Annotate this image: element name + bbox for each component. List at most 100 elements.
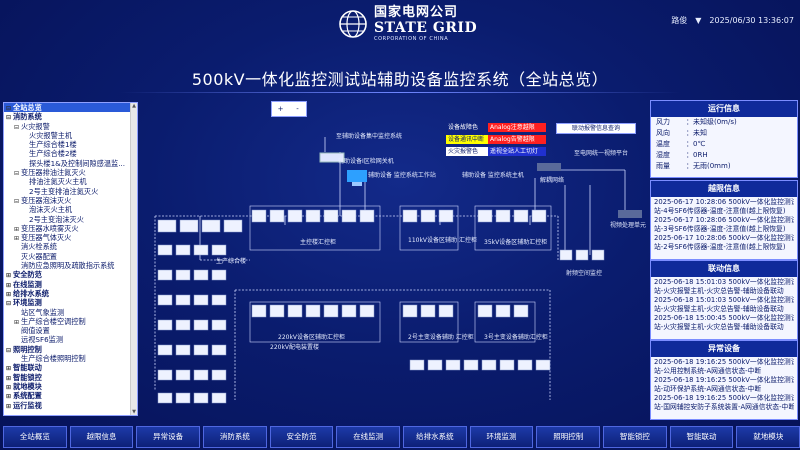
- tree-item[interactable]: ⊟火灾报警: [4, 122, 137, 131]
- tree-item[interactable]: 2号主变排油注氮灭火: [4, 187, 137, 196]
- expand-icon[interactable]: ⊞: [6, 393, 12, 401]
- tree-item[interactable]: ⊞变压器气体灭火: [4, 233, 137, 242]
- collapse-icon[interactable]: ⊟: [14, 197, 20, 205]
- logo-cn: 国家电网公司: [374, 5, 459, 20]
- tree-item-label: 2号主变泡沫灭火: [29, 214, 84, 224]
- logo-en: STATE GRID: [374, 20, 478, 36]
- tree-item[interactable]: 生产综合楼照明控制: [4, 354, 137, 363]
- alarm-query-button[interactable]: 联动报警信息查询: [556, 123, 636, 134]
- scrollbar[interactable]: ▲ ▼: [130, 103, 137, 415]
- tree-item[interactable]: ⊞在线监测: [4, 280, 137, 289]
- tree-item[interactable]: ⊞生产综合楼空调控制: [4, 317, 137, 326]
- log-line: 站-国网辅控安防子系统装置-A网通信状态-中断: [654, 403, 794, 411]
- nav-button[interactable]: 就地模块: [736, 426, 800, 448]
- user-name[interactable]: 路俊: [671, 16, 688, 25]
- scroll-down-icon[interactable]: ▼: [132, 409, 136, 415]
- tree-item[interactable]: 生产综合楼1楼: [4, 140, 137, 149]
- tree-item-label: 2号主变排油注氮灭火: [29, 186, 99, 196]
- tree-item-label: 在线监测: [13, 279, 42, 289]
- tree-item[interactable]: ⊟消防系统: [4, 112, 137, 121]
- tree-item[interactable]: 灭火器配置: [4, 252, 137, 261]
- tree-item[interactable]: ⊟全站总览: [4, 103, 137, 113]
- zoom-in-button[interactable]: +: [277, 105, 284, 113]
- expand-icon[interactable]: ⊞: [6, 281, 12, 289]
- weather-row: 雨量：无雨(0mm): [651, 161, 797, 172]
- collapse-icon[interactable]: ⊟: [6, 346, 12, 354]
- tree-item[interactable]: 阀值设置: [4, 326, 137, 335]
- expand-icon[interactable]: ⊞: [6, 402, 12, 410]
- tree-item-label: 火灾报警: [21, 121, 50, 131]
- tree-item[interactable]: ⊞就地模块: [4, 382, 137, 391]
- tree-item[interactable]: 生产综合楼2楼: [4, 149, 137, 158]
- diagram-label-video: 视频处理单元: [610, 222, 647, 229]
- expand-icon[interactable]: ⊞: [6, 272, 12, 280]
- tree-item[interactable]: 消防应急照明及疏散指示系统: [4, 261, 137, 270]
- state-grid-logo: 国家电网公司 STATE GRID CORPORATION OF CHINA: [338, 6, 477, 42]
- tree-item[interactable]: 火灾报警主机: [4, 131, 137, 140]
- expand-icon[interactable]: ⊞: [6, 383, 12, 391]
- tree-item[interactable]: 泡沫灭火主机: [4, 205, 137, 214]
- expand-icon[interactable]: ⊞: [6, 374, 12, 382]
- expand-icon[interactable]: ⊞: [6, 365, 12, 373]
- zoom-out-button[interactable]: -: [296, 105, 299, 113]
- tree-item[interactable]: 站区气象监测: [4, 308, 137, 317]
- log-line: 站-火灾报警主机-火灾总告警-辅助设备联动: [654, 287, 784, 295]
- tree-item-label: 全站总览: [13, 103, 42, 112]
- cabinet-35kv: 35kV设备区辅助汇控柜: [484, 239, 548, 246]
- tree-item[interactable]: ⊞给排水系统: [4, 289, 137, 298]
- nav-button[interactable]: 智能锁控: [603, 426, 667, 448]
- tree-item[interactable]: 排油注氮灭火主机: [4, 177, 137, 186]
- weather-value: ：无雨(0mm): [686, 162, 731, 170]
- tree-item[interactable]: ⊟照明控制: [4, 345, 137, 354]
- collapse-icon[interactable]: ⊟: [6, 105, 12, 112]
- tree-item-label: 变压器排油注氮灭火: [21, 168, 86, 178]
- nav-button[interactable]: 越限信息: [69, 426, 134, 448]
- limit-panel: 越限信息 2025-06-17 10:28:06 500kV一体化监控测试站-4…: [650, 180, 798, 260]
- diagram-label-center: 至辅助设备集中监控系统: [336, 133, 403, 140]
- scroll-up-icon[interactable]: ▲: [132, 103, 136, 109]
- nav-button[interactable]: 给排水系统: [403, 426, 467, 448]
- tree-item-label: 火灾报警主机: [29, 130, 73, 140]
- log-line: 2025-06-17 10:28:06 500kV一体化监控测试: [654, 198, 794, 206]
- nav-button[interactable]: 消防系统: [203, 426, 267, 448]
- expand-icon[interactable]: ⊞: [14, 235, 20, 243]
- tree-item-label: 消防系统: [13, 112, 42, 122]
- tree-item[interactable]: 远视SF6监测: [4, 335, 137, 344]
- tree-item[interactable]: 2号主变泡沫灭火: [4, 215, 137, 224]
- nav-button[interactable]: 安全防范: [269, 426, 334, 448]
- weather-value: ：未知: [686, 129, 707, 137]
- tree-item[interactable]: 消火栓系统: [4, 242, 137, 251]
- nav-button[interactable]: 智能联动: [669, 426, 734, 448]
- chevron-down-icon[interactable]: ▼: [695, 16, 702, 25]
- tree-item[interactable]: ⊞智能联动: [4, 363, 137, 372]
- tree-item[interactable]: ⊞运行监视: [4, 401, 137, 410]
- expand-icon[interactable]: ⊞: [6, 290, 12, 298]
- nav-button[interactable]: 异常设备: [136, 426, 201, 448]
- linkage-panel: 联动信息 2025-06-18 15:01:03 500kV一体化监控测试站-火…: [650, 260, 798, 340]
- collapse-icon[interactable]: ⊟: [14, 170, 20, 178]
- label-220kv-building: 220kV配电装置楼: [270, 344, 320, 351]
- tree-item-label: 环境监测: [13, 298, 42, 308]
- nav-button[interactable]: 环境监测: [469, 426, 534, 448]
- diagram-label-ring: 解耦网络: [540, 177, 565, 184]
- tree-item[interactable]: ⊞智能锁控: [4, 373, 137, 382]
- tree-item[interactable]: ⊞安全防范: [4, 270, 137, 279]
- tree-item-label: 智能锁控: [13, 372, 42, 382]
- tree-item[interactable]: ⊟变压器泡沫灭火: [4, 196, 137, 205]
- tree-item[interactable]: ⊟变压器排油注氮灭火: [4, 168, 137, 177]
- nav-button[interactable]: 全站概览: [3, 426, 67, 448]
- nav-button[interactable]: 照明控制: [536, 426, 601, 448]
- log-line: 2025-06-18 19:16:25 500kV一体化监控测试: [654, 376, 794, 384]
- expand-icon[interactable]: ⊞: [14, 225, 20, 233]
- tree-item[interactable]: ⊞变压器水喷雾灭火: [4, 224, 137, 233]
- collapse-icon[interactable]: ⊟: [14, 123, 20, 131]
- tree-item-label: 探头楼1&及控制间隙感温监...: [29, 158, 126, 168]
- collapse-icon[interactable]: ⊟: [6, 114, 12, 122]
- nav-button[interactable]: 在线监测: [336, 426, 401, 448]
- collapse-icon[interactable]: ⊟: [6, 300, 12, 308]
- weather-key: 风向: [656, 129, 670, 137]
- tree-item[interactable]: ⊞系统配置: [4, 391, 137, 400]
- expand-icon[interactable]: ⊞: [14, 318, 20, 326]
- tree-item[interactable]: 探头楼1&及控制间隙感温监...: [4, 159, 137, 168]
- tree-item[interactable]: ⊟环境监测: [4, 298, 137, 307]
